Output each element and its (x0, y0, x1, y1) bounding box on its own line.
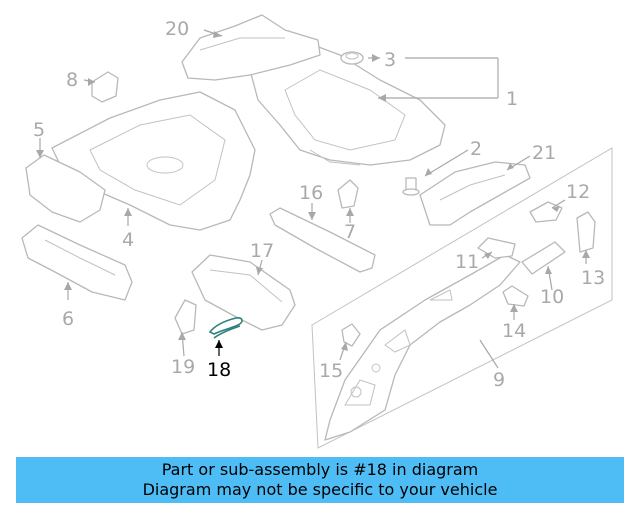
part-10-rail (521, 241, 566, 275)
part-3-plug (340, 51, 364, 65)
part-18-hook (208, 317, 243, 339)
banner-line-part: Part or sub-assembly is #18 in diagram (161, 460, 479, 479)
callout-13: 13 (581, 267, 605, 289)
part-8-bracket (91, 71, 119, 103)
callout-16: 16 (299, 182, 323, 204)
part-14-bracket (502, 285, 529, 307)
callout-14: 14 (502, 320, 526, 342)
callout-15: 15 (319, 360, 343, 382)
callout-5: 5 (33, 119, 45, 141)
info-banner: Part or sub-assembly is #18 in diagram D… (16, 457, 624, 503)
callout-1: 1 (506, 88, 518, 110)
callout-3: 3 (384, 49, 396, 71)
part-16-cross-member (269, 207, 376, 273)
callout-8: 8 (66, 69, 78, 91)
part-5-reinforcement (25, 154, 106, 223)
callout-17: 17 (250, 240, 274, 262)
callout-19: 19 (171, 356, 195, 378)
part-20-rear-panel (181, 14, 321, 81)
part-4-front-floor-pan (51, 91, 256, 231)
part-17-floor-section (191, 254, 296, 331)
callout-4: 4 (122, 229, 134, 251)
part-21-wheel-house (419, 161, 531, 226)
part-7-bracket (337, 179, 359, 209)
callout-21: 21 (532, 142, 556, 164)
callout-2: 2 (470, 138, 482, 160)
part-15-bracket (341, 323, 361, 347)
leader-12 (551, 199, 566, 209)
part-19-bracket (174, 299, 197, 335)
leader-9 (479, 339, 499, 369)
banner-line-disclaimer: Diagram may not be specific to your vehi… (142, 480, 498, 499)
callout-9: 9 (493, 369, 505, 391)
parts-diagram: 1 2 3 4 5 6 7 8 9 10 11 12 13 14 15 16 1… (21, 14, 613, 449)
arrowheads (36, 31, 590, 351)
callout-labels: 1 2 3 4 5 6 7 8 9 10 11 12 13 14 15 16 1… (33, 18, 605, 391)
callout-12: 12 (566, 181, 590, 203)
callout-11: 11 (455, 251, 479, 273)
part-13-bracket (576, 211, 596, 253)
part-9-side-member-assembly (311, 147, 613, 449)
callout-20: 20 (165, 18, 189, 40)
callout-6: 6 (62, 308, 74, 330)
part-11-bracket (477, 237, 516, 259)
callout-10: 10 (540, 286, 564, 308)
part-6-sill-reinforcement (21, 224, 133, 301)
leader-2 (424, 149, 469, 177)
callout-7: 7 (344, 221, 356, 243)
part-2-bolt (402, 177, 420, 196)
callout-18: 18 (207, 359, 231, 381)
